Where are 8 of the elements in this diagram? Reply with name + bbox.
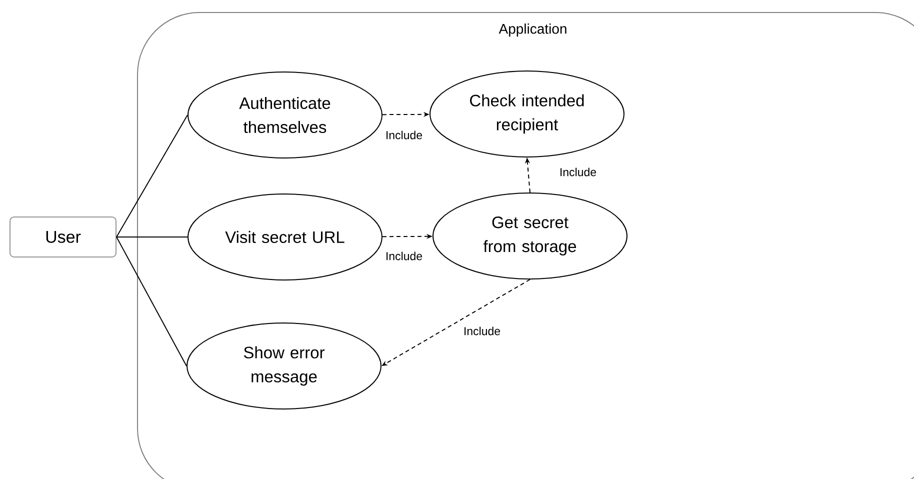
association-line bbox=[116, 114, 188, 238]
edge-label: Include bbox=[384, 130, 424, 140]
association-line bbox=[116, 236, 188, 238]
edge-label: Include bbox=[384, 250, 424, 262]
edge-label: Include bbox=[462, 326, 502, 336]
association-line bbox=[116, 236, 187, 366]
edge-label: Include bbox=[558, 166, 598, 178]
actor-box: User bbox=[10, 216, 116, 258]
